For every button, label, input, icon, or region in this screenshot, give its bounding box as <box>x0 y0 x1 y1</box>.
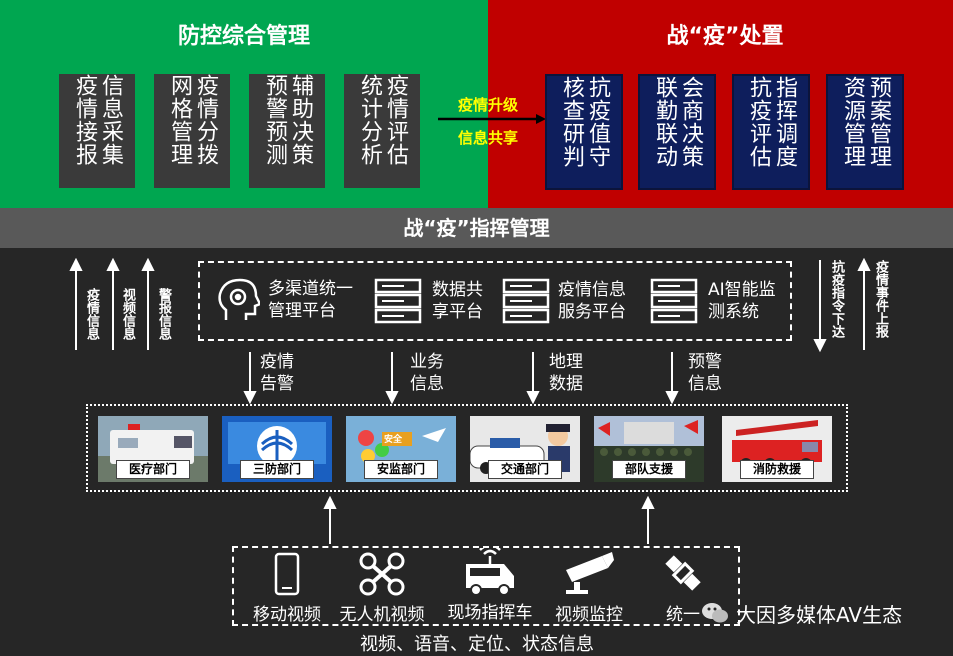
civil-defense-logo-icon <box>228 422 326 466</box>
command-vehicle-icon <box>466 543 514 596</box>
wechat-icon <box>702 603 728 623</box>
server-icon <box>374 278 422 324</box>
device-drone-video: 无人机视频 <box>330 552 434 625</box>
flow-label-business-info: 业务信息 <box>410 352 444 394</box>
right-box-4: 预案管理资源管理 <box>826 74 904 190</box>
upward-arrows-icon <box>69 258 155 350</box>
ai-head-icon <box>218 278 260 320</box>
right-box-1: 抗疫值守核查研判 <box>545 74 623 190</box>
device-unified: 统一 <box>648 550 718 625</box>
device-video-surveillance: 视频监控 <box>544 552 634 625</box>
platform-data-sharing: 数据共享平台 <box>374 278 483 324</box>
device-upward-arrows-icon <box>323 496 655 544</box>
watermark-text: 大因多媒体AV生态 <box>736 602 903 627</box>
safety-badge-text: 安全 <box>384 435 403 445</box>
device-mobile-video: 移动视频 <box>244 552 330 625</box>
dept-label: 安监部门 <box>364 460 438 479</box>
flow-label-geo-data: 地理数据 <box>549 352 583 394</box>
dept-label: 部队支援 <box>612 460 686 479</box>
drone-icon <box>359 552 405 596</box>
right-box-3: 指挥调度抗疫评估 <box>732 74 810 190</box>
platform-group <box>198 261 792 341</box>
server-icon <box>650 278 698 324</box>
downward-arrows-icon <box>243 352 679 404</box>
platform-ai-monitoring: AI智能监测系统 <box>650 278 776 324</box>
flow-label-warning-info: 预警信息 <box>688 352 722 394</box>
dept-label: 三防部门 <box>240 460 314 479</box>
flow-label-epidemic-alarm: 疫情告警 <box>260 352 294 394</box>
side-label-epidemic-info: 疫情信息 <box>84 288 99 340</box>
command-management-bar: 战“疫”指挥管理 <box>0 208 953 248</box>
info-share-label: 信息共享 <box>457 129 518 147</box>
right-panel-title: 战“疫”处置 <box>666 24 784 49</box>
left-box-1: 信息采集疫情接报 <box>59 74 135 188</box>
bidirectional-arrow-icon <box>438 114 546 124</box>
dept-fire-rescue: 消防救援 <box>722 416 832 482</box>
side-label-video-info: 视频信息 <box>120 288 135 340</box>
left-panel-title: 防控综合管理 <box>177 24 310 49</box>
dept-label: 医疗部门 <box>116 460 190 479</box>
platform-multichannel: 多渠道统一管理平台 <box>216 276 353 324</box>
server-icon <box>502 278 550 324</box>
dept-traffic: 交通部门 <box>470 416 580 482</box>
device-command-vehicle: 现场指挥车 <box>438 543 542 623</box>
escalation-label: 疫情升级 <box>457 96 518 114</box>
left-box-2: 疫情分拨网格管理 <box>154 74 230 188</box>
dept-military: 部队支援 <box>594 416 704 482</box>
dept-label: 交通部门 <box>488 460 562 479</box>
phone-icon <box>274 552 300 596</box>
dept-medical: 医疗部门 <box>98 416 208 482</box>
side-label-event-report: 疫情事件上报 <box>873 260 888 338</box>
left-box-4: 疫情评估统计分析 <box>344 74 420 188</box>
dept-safety: 安全 安监部门 <box>346 416 456 482</box>
departments-group <box>86 404 848 492</box>
right-box-2: 会商决策联勤联动 <box>638 74 716 190</box>
platform-epidemic-info-service: 疫情信息服务平台 <box>502 278 626 324</box>
devices-group <box>232 546 740 626</box>
footer-caption: 视频、语音、定位、状态信息 <box>360 634 594 655</box>
left-box-3: 辅助决策预警预测 <box>249 74 325 188</box>
dept-label: 消防救援 <box>740 460 814 479</box>
satellite-icon <box>665 555 701 591</box>
dept-civil-defense: 三防部门 <box>222 416 332 482</box>
camera-icon <box>566 552 614 594</box>
watermark: 大因多媒体AV生态 <box>700 596 940 630</box>
side-label-alarm-info: 警报信息 <box>156 288 171 340</box>
right-side-arrows-icon <box>813 258 871 353</box>
side-label-command-issue: 抗疫指令下达 <box>829 260 844 338</box>
